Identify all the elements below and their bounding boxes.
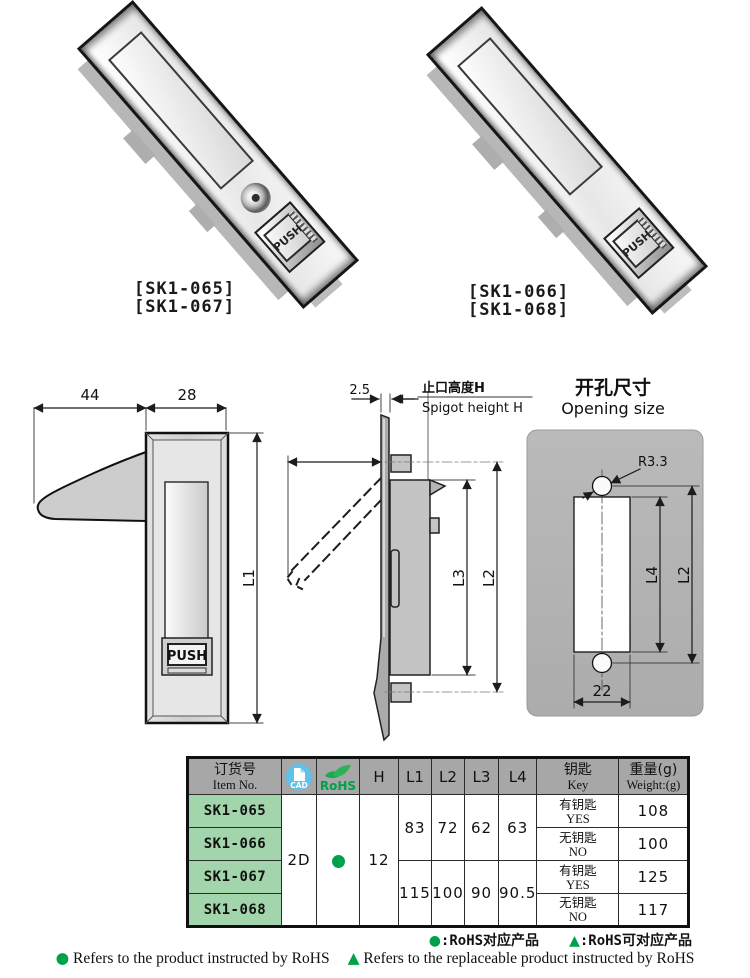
header-weight: 重量(g) Weight:(g) [618, 757, 690, 795]
l3-value-cell: 62 [464, 794, 499, 861]
latch-face-plate: PUSH [76, 0, 360, 309]
item-code-cell: SK1-067 [187, 860, 282, 894]
rohs-status-cell [316, 794, 360, 927]
header-l3: L3 [464, 757, 499, 795]
key-cell: 无钥匙 NO [536, 827, 620, 861]
front-push-label: PUSH [167, 649, 207, 664]
cad-format-cell: 2D [281, 794, 317, 927]
dim-l2-side: L2 [480, 569, 498, 587]
item-code-cell: SK1-066 [187, 827, 282, 861]
dim-22: 22 [592, 682, 611, 700]
dim-28: 28 [177, 386, 196, 404]
latch-face-plate: PUSH [425, 6, 709, 315]
l2-value-cell: 72 [431, 794, 465, 861]
legend-text: :RoHS可对应产品 [579, 933, 692, 949]
rohs-triangle-icon: ▲ [347, 949, 360, 967]
opening-title-en: Opening size [561, 399, 665, 418]
technical-drawings: 44 28 PUSH L1 [33, 376, 704, 742]
rohs-dot-icon: ● [428, 933, 441, 949]
weight-cell: 100 [618, 827, 690, 861]
keyhole [234, 176, 277, 220]
push-label: PUSH [619, 227, 654, 260]
side-plate [373, 413, 390, 742]
weight-cell: 117 [618, 893, 690, 927]
dim-44: 44 [80, 386, 99, 404]
header-key: 钥匙 Key [536, 757, 620, 795]
dim-l4: L4 [643, 566, 661, 584]
weight-cell: 125 [618, 860, 690, 894]
spigot-label-cn: 止口高度H [422, 380, 485, 396]
l3-value-cell: 90 [464, 860, 499, 927]
model-label-left: [SK1-065] [SK1-067] [134, 280, 235, 316]
l4-value-cell: 90.5 [497, 860, 538, 927]
table-row: SK1-065 2D 12 83 72 62 63 有钥匙 YES 108 [187, 794, 690, 927]
l4-value-cell: 63 [497, 794, 538, 861]
push-button-face: PUSH [263, 212, 313, 263]
header-rohs: RoHS [316, 757, 360, 795]
push-button-face: PUSH [612, 218, 662, 269]
model-label-right: [SK1-066] [SK1-068] [468, 283, 569, 319]
dim-l2-opening: L2 [675, 566, 693, 584]
key-cell: 有钥匙 YES [536, 794, 620, 828]
header-item-no: 订货号 Item No. [187, 757, 282, 795]
key-cell: 有钥匙 YES [536, 860, 620, 894]
model-code: [SK1-066] [468, 282, 570, 302]
model-code: [SK1-067] [134, 297, 236, 317]
legend-text: :RoHS对应产品 [440, 933, 540, 949]
side-view-drawing: 2.5 止口高度H Spigot height H [285, 380, 533, 742]
push-button: PUSH [603, 207, 675, 280]
rohs-leaf-icon [325, 764, 351, 778]
rohs-legend-en: ● Refers to the product instructed by Ro… [20, 949, 730, 968]
h-value-cell: 12 [359, 794, 399, 927]
dim-l3: L3 [450, 569, 468, 587]
push-label: PUSH [270, 221, 305, 254]
product-photo-sk1-066: PUSH [425, 6, 709, 315]
table-row: SK1-068 无钥匙 NO 117 [187, 893, 690, 927]
model-code: [SK1-065] [134, 279, 236, 299]
front-lever [36, 450, 147, 523]
latch-recess-panel [108, 31, 255, 190]
model-code: [SK1-068] [468, 300, 570, 320]
item-code-cell: SK1-068 [187, 893, 282, 927]
header-l2: L2 [431, 757, 465, 795]
rohs-dot-icon [331, 854, 345, 868]
dim-2-5: 2.5 [349, 383, 370, 398]
spec-table: 订货号 Item No. CAD RoHS H L1 L2 [186, 756, 691, 928]
l1-value-cell: 83 [398, 794, 432, 861]
rohs-legend-cn: ●:RoHS对应产品 ▲:RoHS可对应产品 [0, 930, 692, 950]
l1-value-cell: 115 [398, 860, 432, 927]
product-photo-sk1-065: PUSH [76, 0, 360, 309]
cad-icon: CAD [286, 763, 312, 790]
front-view-drawing: 44 28 PUSH L1 [33, 386, 264, 725]
table-row: SK1-067 115 100 90 90.5 有钥匙 YES 125 [187, 860, 690, 927]
header-h: H [359, 757, 399, 795]
svg-text:CAD: CAD [290, 781, 308, 790]
header-l4: L4 [497, 757, 538, 795]
dim-r3-3: R3.3 [638, 455, 668, 470]
l2-value-cell: 100 [431, 860, 465, 927]
table-row: SK1-066 无钥匙 NO 100 [187, 827, 690, 861]
latch-recess-panel [457, 37, 604, 196]
legend-text: Refers to the replaceable product instru… [363, 950, 695, 967]
rohs-dot-icon: ● [55, 949, 70, 967]
legend-text: Refers to the product instructed by RoHS [73, 950, 330, 967]
spigot-label-en: Spigot height H [422, 401, 523, 416]
opening-size-drawing: 开孔尺寸 Opening size R3.3 L4 L2 [526, 376, 704, 717]
key-cell: 无钥匙 NO [536, 893, 620, 927]
item-code-cell: SK1-065 [187, 794, 282, 828]
rohs-triangle-icon: ▲ [569, 933, 580, 949]
opening-title-cn: 开孔尺寸 [575, 376, 651, 399]
rohs-label: RoHS [319, 778, 357, 793]
header-l1: L1 [398, 757, 432, 795]
header-cad: CAD [281, 757, 317, 795]
dim-l1: L1 [240, 569, 258, 587]
weight-cell: 108 [618, 794, 690, 828]
push-button: PUSH [254, 201, 326, 274]
